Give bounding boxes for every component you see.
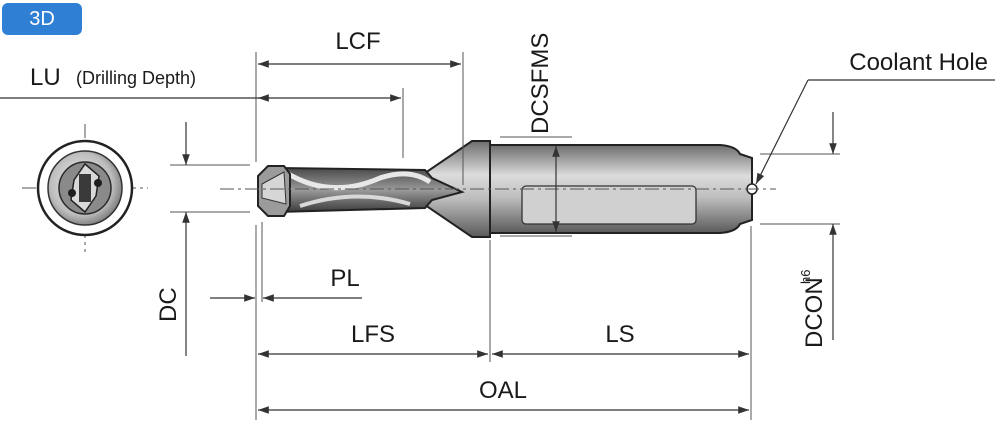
label-dcon-tolerance: h6 [798,270,813,284]
label-ls: LS [605,321,634,348]
label-lcf: LCF [335,28,380,55]
dimension-lines [0,60,995,414]
extension-lines [170,52,840,420]
label-oal: OAL [479,377,527,404]
label-lu: LU [30,64,61,91]
view-mode-badge[interactable]: 3D [2,3,82,35]
label-dcon: DCON [801,277,828,348]
label-dc: DC [155,287,182,322]
label-lu-note: (Drilling Depth) [76,68,196,88]
label-coolant-hole: Coolant Hole [849,49,988,76]
label-dcsfms: DCSFMS [527,33,554,134]
label-lfs: LFS [351,321,395,348]
end-view [22,124,148,252]
label-pl: PL [330,265,359,292]
